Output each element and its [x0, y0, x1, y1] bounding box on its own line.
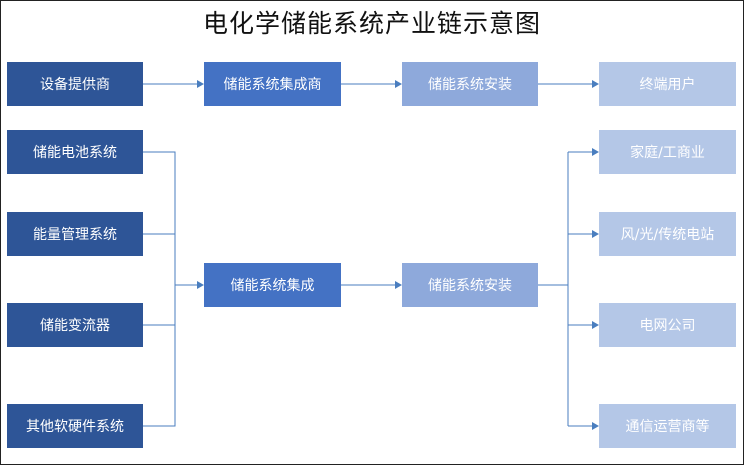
arrowhead	[197, 281, 204, 289]
box-component: 储能变流器	[7, 303, 143, 347]
arrowhead	[592, 148, 599, 156]
box-component: 储能电池系统	[7, 130, 143, 174]
box-equipment-provider: 设备提供商	[7, 62, 143, 106]
arrowhead	[592, 422, 599, 430]
box-user: 家庭/工商业	[599, 130, 736, 174]
box-system-integration: 储能系统集成	[204, 263, 341, 307]
arrowhead	[395, 281, 402, 289]
box-system-integrator: 储能系统集成商	[204, 62, 341, 106]
arrowhead	[197, 80, 204, 88]
box-user: 通信运营商等	[599, 404, 736, 448]
box-user: 电网公司	[599, 303, 736, 347]
arrowhead	[592, 80, 599, 88]
arrowhead	[395, 80, 402, 88]
box-component: 能量管理系统	[7, 212, 143, 256]
box-user: 风/光/传统电站	[599, 212, 736, 256]
box-end-user: 终端用户	[599, 62, 736, 106]
arrowhead	[592, 321, 599, 329]
box-system-installation: 储能系统安装	[402, 263, 538, 307]
bracket-components	[143, 151, 176, 427]
arrowhead	[592, 230, 599, 238]
diagram-title: 电化学储能系统产业链示意图	[202, 9, 541, 38]
box-system-installation-top: 储能系统安装	[402, 62, 538, 106]
box-component: 其他软硬件系统	[7, 404, 143, 448]
